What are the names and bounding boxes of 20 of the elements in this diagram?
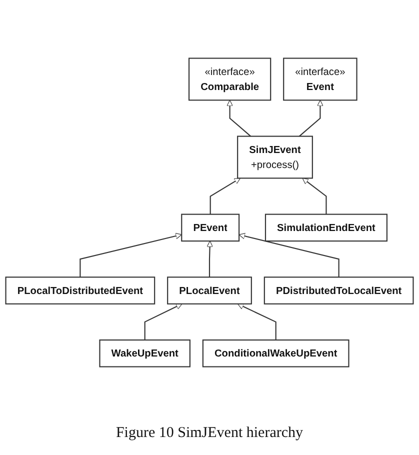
node-box: SimulationEndEvent [264, 214, 388, 242]
arrow [298, 100, 324, 137]
figure-caption: Figure 10 SimJEvent hierarchy [114, 425, 304, 442]
arrow [210, 178, 241, 214]
arrow [238, 232, 340, 278]
node-box: ConditionalWakeUpEvent [202, 339, 350, 368]
node-box: PLocalEvent [167, 276, 252, 304]
arrow [302, 178, 327, 214]
node-box: PLocalToDistributedEvent [5, 276, 156, 304]
node-box: «interface» Comparable [188, 58, 272, 101]
arrow [237, 303, 276, 340]
node-box: «interface» Event [283, 58, 358, 101]
arrow [80, 232, 182, 278]
arrow [206, 240, 213, 278]
node-box: WakeUpEvent [99, 339, 190, 368]
node-box: PDistributedToLocalEvent [264, 276, 414, 304]
node-box: SimJEvent +process() [237, 136, 313, 179]
node-box: PEvent [181, 214, 240, 242]
arrow [144, 304, 182, 340]
arrow [226, 100, 252, 137]
